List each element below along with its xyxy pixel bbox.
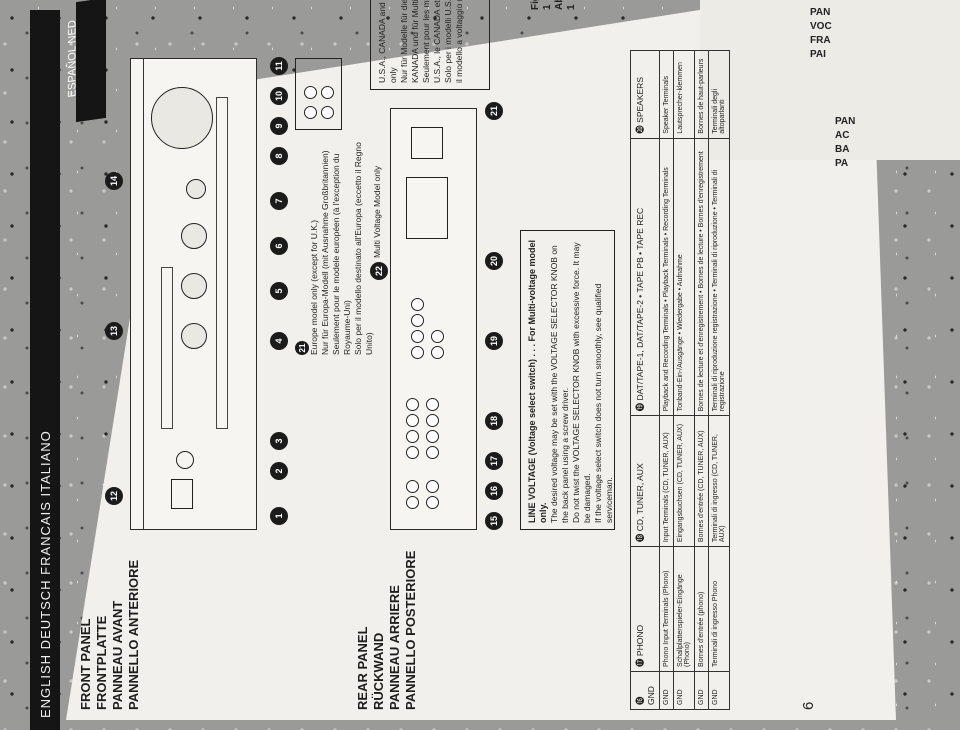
balance-knob: [181, 223, 207, 249]
callout-17: 17: [485, 452, 503, 470]
callout-7: 7: [270, 192, 288, 210]
front-panel-drawing: [130, 58, 257, 530]
rear-panel-heading: REAR PANEL RÜCKWAND PANNEAU ARRIERE PANN…: [355, 550, 418, 710]
table-header: ⓴ SPEAKERS: [630, 50, 660, 139]
callout-9: 9: [270, 117, 288, 135]
callout-10: 10: [270, 87, 288, 105]
table-header: ⓳ DAT/TAPE-1, DAT/TAPE-2 • TAPE PB • TAP…: [630, 138, 660, 416]
callout-15: 15: [485, 512, 503, 530]
power-button: [171, 479, 193, 509]
selector-knob: [186, 179, 206, 199]
facing-page-headings-2: PAN AC BA PA: [835, 116, 856, 169]
rear-panel-drawing: [390, 108, 477, 530]
callout-21: 21: [485, 102, 503, 120]
headphone-jack: [176, 451, 194, 469]
callout-13: 13: [105, 322, 123, 340]
front-panel-heading: FRONT PANEL FRONTPLATTE PANNEAU AVANT PA…: [78, 559, 141, 710]
speaker-terminals: [406, 177, 448, 239]
callout-2: 2: [270, 462, 288, 480]
page-number: 6: [800, 701, 817, 710]
table-header: ⓱ PHONO: [630, 546, 660, 672]
table-row: GND Schallplattenspieler-Eingänge (Phono…: [673, 50, 695, 710]
treble-knob: [181, 273, 207, 299]
table-row: GND Bornes d'entrée (phono) Bornes d'ent…: [694, 50, 709, 710]
callout-14: 14: [105, 172, 123, 190]
outlet-drawing: [295, 58, 342, 130]
rotated-content: ENGLISH DEUTSCH FRANCAIS ITALIANO FRONT …: [30, 0, 930, 730]
line-voltage-note: LINE VOLTAGE (Voltage select switch) . .…: [520, 230, 615, 530]
callout-16: 16: [485, 482, 503, 500]
volume-knob: [151, 87, 213, 149]
table-header: ⓰ GND: [630, 671, 660, 710]
note-22-label: Multi Voltage Model only: [372, 165, 382, 258]
bass-knob: [181, 323, 207, 349]
table-row: GND Terminali di ingresso Phono Terminal…: [708, 50, 730, 710]
callout-8: 8: [270, 147, 288, 165]
table-header: ⓲ CD, TUNER, AUX: [630, 415, 660, 547]
note-21b: U.S.A., CANADA and Multi Voltage Model o…: [370, 0, 490, 90]
callout-1: 1: [270, 507, 288, 525]
facing-page: [700, 0, 960, 160]
callout-3: 3: [270, 432, 288, 450]
note-21: 21 Europe model only (except for U.K.) N…: [295, 135, 375, 355]
callout-12: 12: [105, 487, 123, 505]
callout-19: 19: [485, 332, 503, 350]
figure-label: Fig. 1 Abb. 1: [530, 0, 577, 10]
callout-20: 20: [485, 252, 503, 270]
callout-4: 4: [270, 332, 288, 350]
callout-11: 11: [270, 57, 288, 75]
callout-22: 22: [370, 262, 388, 280]
callout-6: 6: [270, 237, 288, 255]
ac-outlet: [411, 127, 443, 159]
facing-page-headings: PAN VOC FRA PAI: [810, 7, 832, 60]
callout-5: 5: [270, 282, 288, 300]
language-bar: ENGLISH DEUTSCH FRANCAIS ITALIANO: [30, 10, 60, 730]
terminal-table: ⓰ GND ⓱ PHONO ⓲ CD, TUNER, AUX ⓳ DAT/TAP…: [630, 50, 730, 710]
callout-18: 18: [485, 412, 503, 430]
table-row: GND Phono Input Terminals (Phono) Input …: [659, 50, 674, 710]
